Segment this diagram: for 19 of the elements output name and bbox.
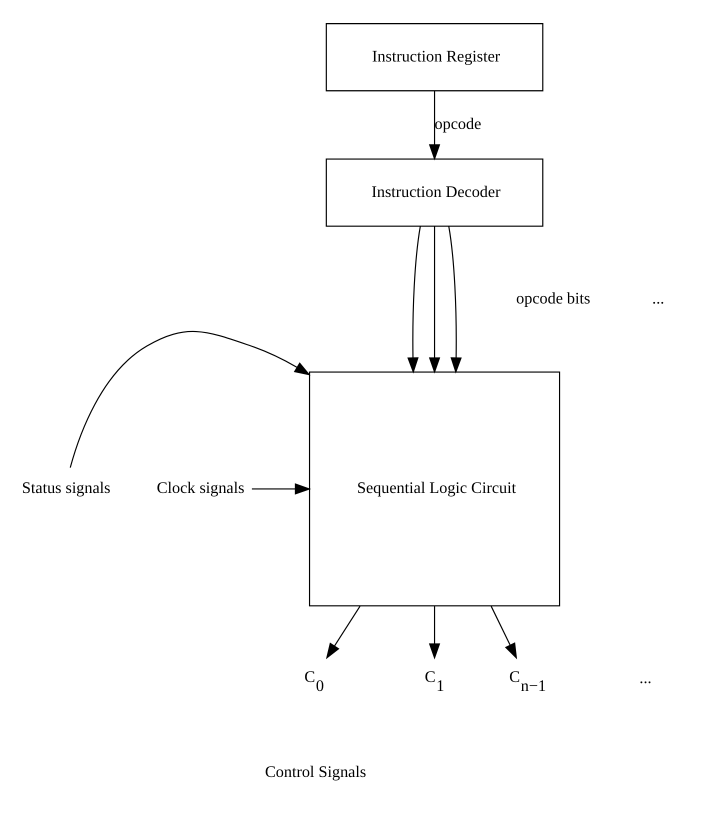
node-box: Sequential Logic Circuit [308,371,560,606]
label: ... [639,669,652,688]
label: ... [652,289,664,308]
arrow [252,483,312,495]
node-text: Clock signals [156,479,244,498]
label: opcode bits [516,289,590,308]
arrow [70,330,311,468]
arrow [448,226,462,374]
arrow [428,90,440,161]
node-text: Status signals [22,479,110,498]
node-box: Instruction Register [326,23,544,92]
edge-label: opcode [434,115,482,134]
arrow [490,606,518,660]
node-box: Instruction Decoder [326,158,544,227]
arrow [428,606,440,660]
label: Control Signals [264,762,366,781]
arrow [326,606,360,660]
arrow [428,226,440,374]
arrow [407,226,421,374]
